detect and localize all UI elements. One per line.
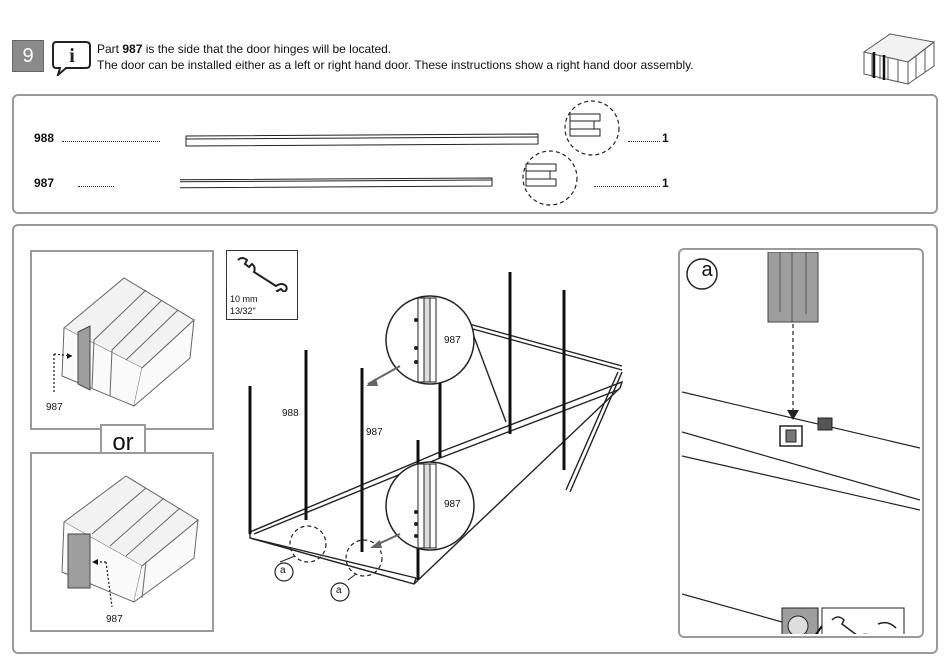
info-line1-prefix: Part bbox=[97, 42, 122, 56]
frame-label-988: 988 bbox=[282, 408, 299, 419]
info-line1-suffix: is the side that the door hinges will be… bbox=[142, 42, 391, 56]
detail-a-label: a bbox=[692, 259, 722, 282]
frame-assembly-drawing bbox=[240, 262, 670, 602]
left-door-greenhouse bbox=[34, 258, 210, 418]
info-line2: The door can be installed either as a le… bbox=[97, 57, 694, 73]
greenhouse-thumbnail bbox=[860, 22, 938, 86]
right-door-part-label: 987 bbox=[106, 614, 123, 625]
part-id-988: 988 bbox=[34, 131, 54, 145]
part-987-leader bbox=[78, 185, 114, 187]
magnifier-bottom-label: 987 bbox=[444, 499, 461, 510]
svg-text:i: i bbox=[69, 45, 75, 67]
parts-illustration bbox=[180, 100, 630, 210]
info-icon: i bbox=[52, 40, 92, 76]
detail-marker-a-2: a bbox=[336, 585, 342, 596]
info-part-number: 987 bbox=[122, 42, 142, 56]
frame-label-987: 987 bbox=[366, 427, 383, 438]
part-988-qty-leader bbox=[628, 140, 660, 142]
part-987-qty: 1 bbox=[662, 176, 669, 190]
part-988-qty: 1 bbox=[662, 131, 669, 145]
instruction-text: Part 987 is the side that the door hinge… bbox=[97, 41, 694, 73]
detail-a-illustration bbox=[682, 252, 920, 634]
right-door-greenhouse bbox=[34, 462, 210, 622]
step-number-badge: 9 bbox=[12, 40, 44, 72]
detail-marker-a-1: a bbox=[280, 565, 286, 576]
left-door-part-label: 987 bbox=[46, 402, 63, 413]
part-988-leader bbox=[62, 140, 160, 142]
part-id-987: 987 bbox=[34, 176, 54, 190]
magnifier-top-label: 987 bbox=[444, 335, 461, 346]
